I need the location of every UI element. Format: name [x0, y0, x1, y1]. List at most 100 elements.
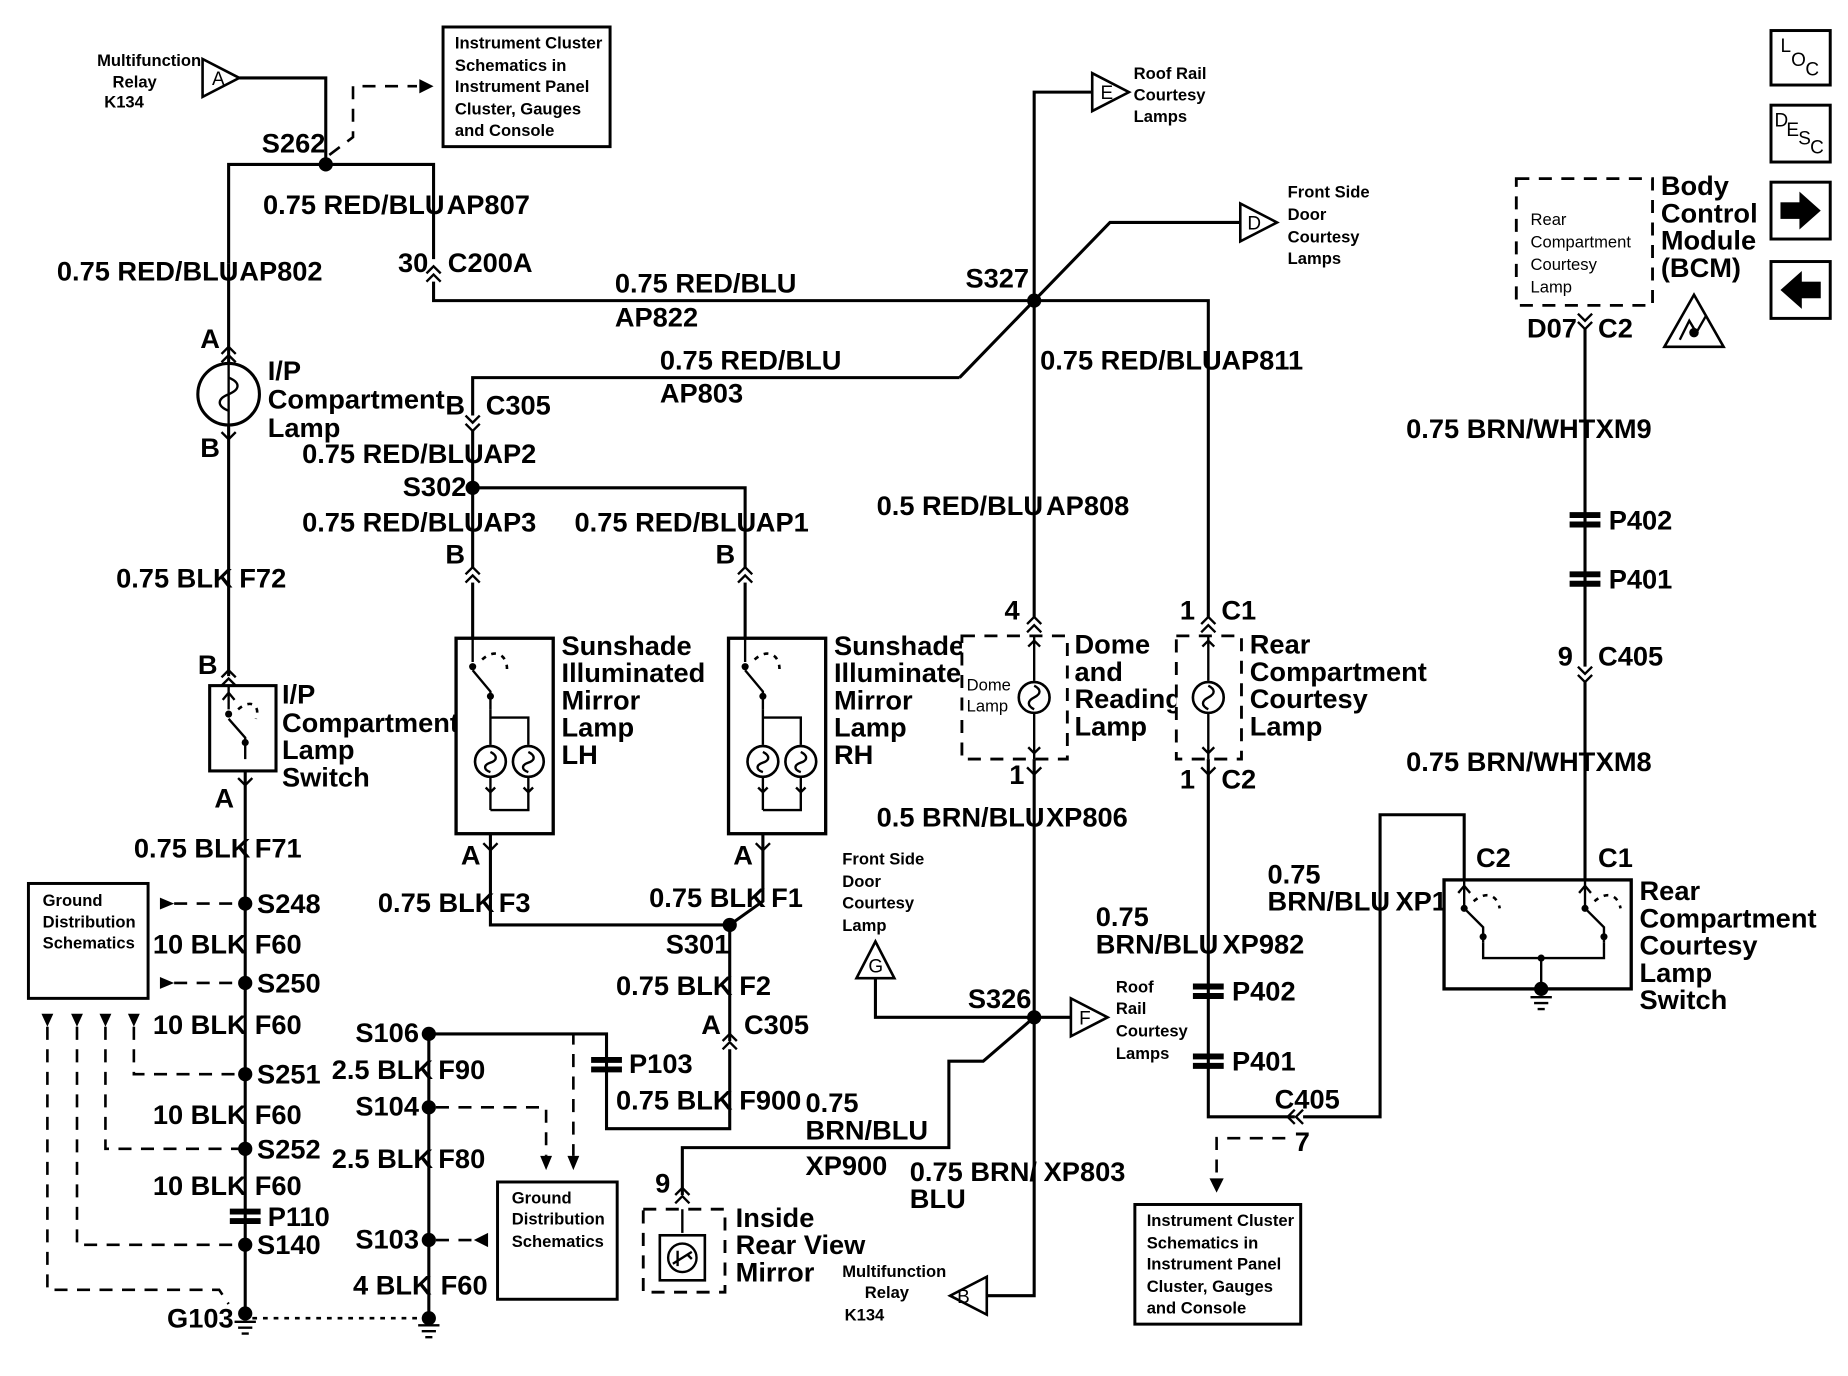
svg-text:B: B: [957, 1287, 970, 1308]
svg-text:10 BLK: 10 BLK: [153, 1170, 247, 1201]
svg-text:Courtesy: Courtesy: [1640, 930, 1758, 961]
svg-text:Multifunction: Multifunction: [842, 1262, 946, 1281]
body-control-module[interactable]: Rear Compartment Courtesy Lamp Body Cont…: [1514, 170, 1758, 307]
svg-text:C305: C305: [744, 1009, 809, 1040]
ip-compartment-lamp[interactable]: I/P Compartment Lamp: [196, 355, 445, 443]
svg-text:AP822: AP822: [615, 302, 698, 333]
svg-text:Multifunction: Multifunction: [97, 51, 201, 70]
svg-text:Sunshade: Sunshade: [834, 630, 964, 661]
splice-s301: S301: [666, 928, 730, 959]
svg-text:F1: F1: [771, 882, 803, 913]
ground-g103: G103: [167, 1303, 256, 1335]
front-door-lamps-d-ref[interactable]: D Front Side Door Courtesy Lamps: [1238, 183, 1370, 268]
svg-text:0.75 BRN/WHT: 0.75 BRN/WHT: [1406, 746, 1596, 777]
splice-s302: S302: [403, 471, 467, 502]
svg-text:Instrument Cluster: Instrument Cluster: [455, 33, 603, 52]
multifunction-relay-b-ref[interactable]: Multifunction Relay K134 B: [842, 1262, 989, 1325]
svg-text:G103: G103: [167, 1303, 234, 1334]
arrow-left-icon[interactable]: [1769, 260, 1832, 320]
svg-text:S251: S251: [257, 1059, 321, 1090]
svg-text:P401: P401: [1609, 563, 1673, 594]
svg-text:XM8: XM8: [1596, 746, 1652, 777]
svg-text:BRN/BLU: BRN/BLU: [1268, 886, 1391, 917]
arrow-right-icon[interactable]: [1769, 180, 1832, 241]
ic-schematics-box-top[interactable]: Instrument Cluster Schematics in Instrum…: [441, 25, 612, 149]
svg-text:(BCM): (BCM): [1661, 252, 1741, 283]
rear-compartment-courtesy-lamp[interactable]: Rear Compartment Courtesy Lamp: [1174, 629, 1427, 761]
svg-text:C2: C2: [1221, 764, 1256, 795]
svg-text:A: A: [214, 783, 234, 814]
svg-text:F60: F60: [255, 928, 302, 959]
svg-text:Instrument Panel: Instrument Panel: [455, 77, 590, 96]
svg-text:Sunshade: Sunshade: [562, 630, 692, 661]
svg-text:Lamps: Lamps: [1288, 249, 1341, 268]
svg-text:0.75 BRN/: 0.75 BRN/: [910, 1156, 1038, 1187]
ground-distribution-box-left[interactable]: Ground Distribution Schematics: [26, 881, 150, 1000]
ip-compartment-lamp-switch[interactable]: I/P Compartment Lamp Switch: [208, 678, 459, 792]
splice-s327: S327: [965, 263, 1029, 294]
svg-text:Door: Door: [842, 872, 881, 891]
svg-text:F60: F60: [255, 1170, 302, 1201]
rear-compartment-lamp-switch[interactable]: Rear Compartment Courtesy Lamp Switch: [1442, 875, 1817, 1015]
svg-text:and Console: and Console: [1147, 1298, 1246, 1317]
svg-text:Lamp: Lamp: [1250, 710, 1323, 741]
svg-text:Roof: Roof: [1116, 977, 1154, 996]
sunshade-mirror-lamp-lh[interactable]: Sunshade Illuminated Mirror Lamp LH: [454, 630, 706, 836]
svg-text:0.75 RED/BLU: 0.75 RED/BLU: [302, 507, 484, 538]
svg-text:G: G: [868, 956, 883, 977]
svg-text:S: S: [1798, 128, 1811, 149]
svg-text:AP803: AP803: [660, 378, 743, 409]
svg-text:Lamp: Lamp: [562, 712, 635, 743]
svg-text:Illuminated: Illuminated: [562, 657, 706, 688]
svg-text:Module: Module: [1661, 225, 1756, 256]
roof-rail-lamps-e-ref[interactable]: E Roof Rail Courtesy Lamps: [1090, 64, 1206, 126]
svg-text:0.75 RED/BLU: 0.75 RED/BLU: [57, 255, 239, 286]
svg-text:30: 30: [398, 247, 428, 278]
sunshade-mirror-lamp-rh[interactable]: Sunshade Illuminated Mirror Lamp RH: [726, 630, 978, 836]
svg-text:P401: P401: [1232, 1046, 1296, 1077]
svg-text:S248: S248: [257, 888, 321, 919]
loc-icon[interactable]: L O C: [1769, 29, 1832, 87]
svg-text:0.75 RED/BLU: 0.75 RED/BLU: [575, 507, 757, 538]
svg-text:C1: C1: [1598, 842, 1633, 873]
front-door-lamp-g-ref[interactable]: Front Side Door Courtesy Lamp G: [842, 850, 924, 980]
svg-text:Cluster, Gauges: Cluster, Gauges: [455, 100, 581, 119]
svg-text:Control: Control: [1661, 197, 1758, 228]
dome-reading-lamp[interactable]: Dome Lamp Dome and Reading Lamp: [960, 629, 1182, 761]
ic-schematics-box-bottom[interactable]: Instrument Cluster Schematics in Instrum…: [1133, 1203, 1303, 1326]
svg-text:K134: K134: [845, 1306, 885, 1325]
svg-text:Lamp: Lamp: [967, 697, 1008, 716]
connector-p110: P110: [229, 1201, 330, 1232]
svg-text:Lamp: Lamp: [268, 412, 341, 443]
svg-text:Instrument Panel: Instrument Panel: [1147, 1255, 1282, 1274]
svg-text:B: B: [198, 649, 218, 680]
svg-text:Ground: Ground: [43, 891, 103, 910]
svg-text:C1: C1: [1221, 594, 1256, 625]
svg-text:XP982: XP982: [1223, 928, 1305, 959]
svg-text:Cluster, Gauges: Cluster, Gauges: [1147, 1277, 1273, 1296]
svg-text:Compartment: Compartment: [282, 707, 459, 738]
svg-text:F2: F2: [739, 970, 771, 1001]
svg-text:Dome: Dome: [1074, 629, 1150, 660]
svg-text:1: 1: [1180, 594, 1195, 625]
svg-text:Rear: Rear: [1531, 210, 1567, 229]
connector-p401-right: P401: [1569, 563, 1673, 594]
svg-text:AP802: AP802: [239, 255, 322, 286]
svg-text:S140: S140: [257, 1229, 321, 1260]
svg-text:Front Side: Front Side: [1288, 183, 1370, 202]
svg-text:B: B: [445, 389, 465, 420]
svg-text:D: D: [1247, 214, 1261, 235]
desc-icon[interactable]: D E S C: [1769, 103, 1832, 164]
svg-text:XP900: XP900: [806, 1150, 888, 1181]
svg-text:I/P: I/P: [268, 355, 301, 386]
svg-text:0.5 RED/BLU: 0.5 RED/BLU: [877, 490, 1043, 521]
roof-rail-lamps-f-ref[interactable]: F Roof Rail Courtesy Lamps: [1069, 977, 1189, 1063]
inside-rear-view-mirror[interactable]: Inside Rear View Mirror: [641, 1202, 866, 1294]
svg-text:F71: F71: [255, 832, 302, 863]
svg-text:Mirror: Mirror: [834, 684, 913, 715]
ground-distribution-box-middle[interactable]: Ground Distribution Schematics: [496, 1180, 619, 1301]
multifunction-relay-a-ref[interactable]: Multifunction Relay K134 A: [97, 51, 243, 112]
svg-text:9: 9: [1558, 640, 1573, 671]
svg-text:S103: S103: [355, 1223, 419, 1254]
